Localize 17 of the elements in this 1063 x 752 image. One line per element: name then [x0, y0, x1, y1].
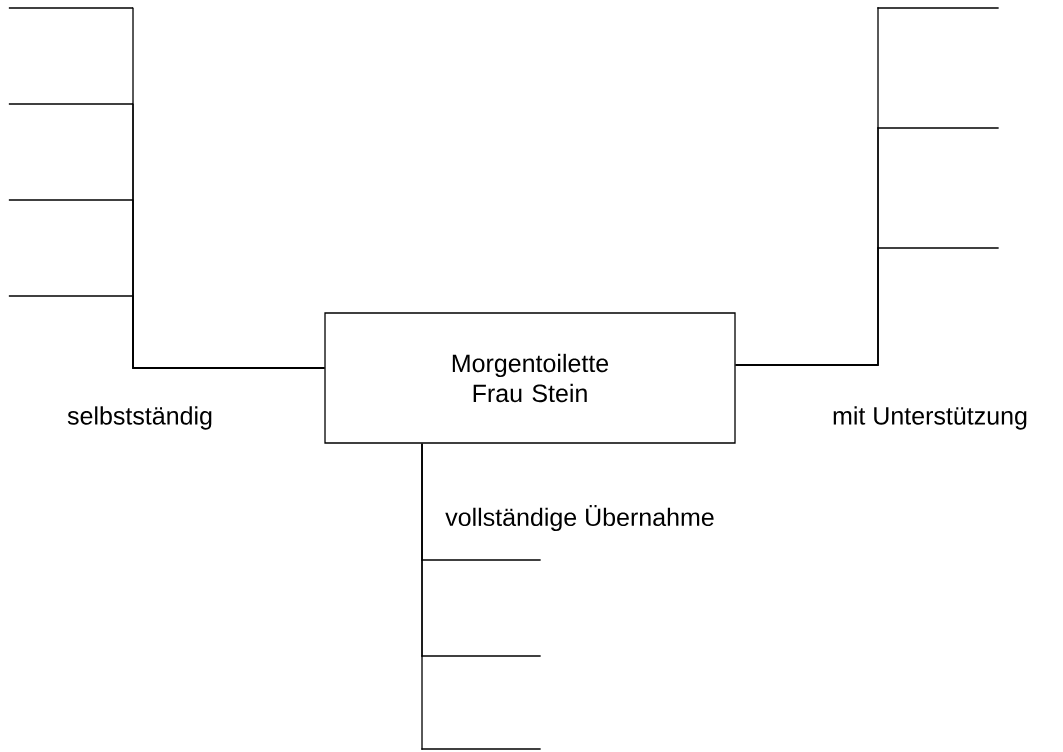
- fill-in-line: [8, 295, 134, 297]
- fill-in-line: [420, 559, 542, 561]
- fill-in-line: [420, 748, 542, 750]
- fill-in-line: [876, 127, 1000, 129]
- branch-label: vollständige Übernahme: [445, 504, 714, 532]
- connector-line: [735, 247, 879, 366]
- branch-label: mit Unterstützung: [833, 406, 1027, 430]
- fill-in-line: [8, 7, 134, 9]
- fill-in-line: [876, 7, 1000, 9]
- branch-label: selbstständig: [67, 406, 212, 430]
- fill-in-line: [8, 103, 134, 105]
- connector-line: [420, 443, 423, 750]
- process-box: Morgentoilette Frau Stein: [324, 312, 736, 444]
- fill-in-line: [420, 655, 542, 657]
- connector-line: [132, 295, 325, 369]
- fill-in-line: [8, 199, 134, 201]
- fill-in-line: [876, 247, 1000, 249]
